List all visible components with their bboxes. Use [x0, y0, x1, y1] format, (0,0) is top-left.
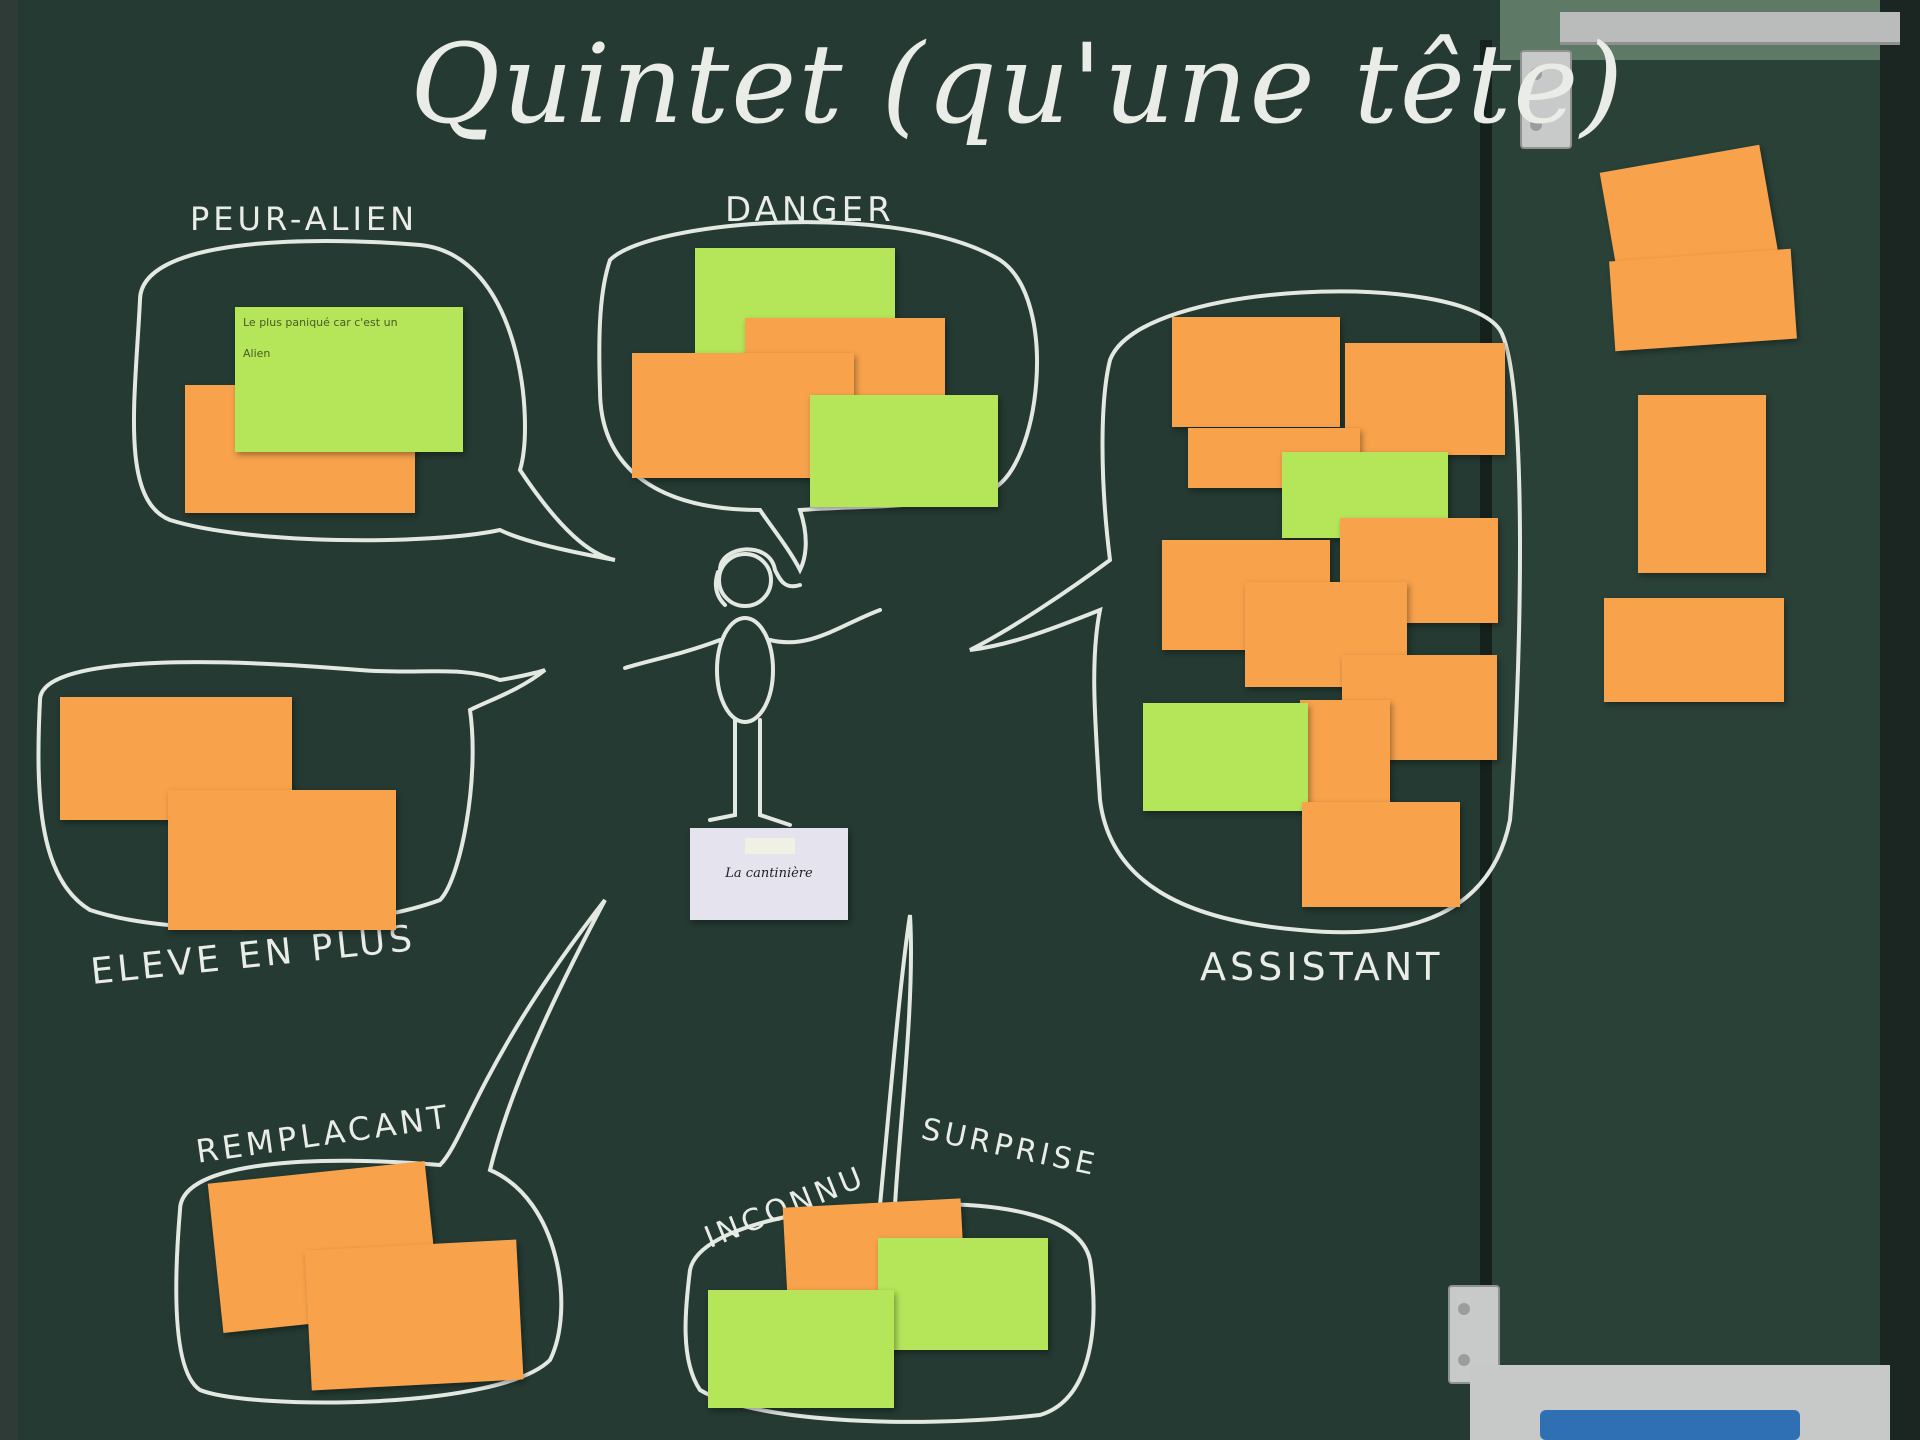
- hinge-icon: [1520, 50, 1572, 149]
- board-title: Quintet (qu'une tête): [410, 20, 1626, 148]
- sticky-note: [1345, 343, 1505, 455]
- sticky-note: [810, 395, 998, 507]
- sticky-note: [304, 1239, 524, 1391]
- speech-bubble-danger: [597, 220, 1039, 575]
- character-card-label: La cantinière: [725, 866, 813, 882]
- sticky-note: [708, 1290, 894, 1408]
- speech-bubble-remplacant: [174, 898, 607, 1405]
- note-text: Le plus paniqué car c'est un: [243, 316, 398, 329]
- stick-figure-body: [715, 616, 775, 724]
- top-rail: [1560, 12, 1900, 45]
- stick-figure-hair: [713, 547, 802, 607]
- sticky-note: [1609, 248, 1797, 352]
- sticky-note: [1638, 395, 1766, 573]
- label-assistant: ASSISTANT: [1200, 945, 1444, 989]
- tape-strip: [745, 838, 795, 854]
- blue-magnets: [1540, 1410, 1800, 1440]
- sticky-note: [1604, 598, 1784, 702]
- stick-figure-legs: [708, 718, 792, 827]
- stick-figure-head: [717, 552, 773, 608]
- sticky-note: [878, 1238, 1048, 1350]
- sticky-note: Le plus paniqué car c'est un Alien: [235, 307, 463, 452]
- sticky-note: [168, 790, 396, 930]
- speech-bubble-peur: [131, 238, 616, 562]
- stick-figure-arms: [623, 608, 882, 670]
- character-card: La cantinière: [690, 828, 848, 920]
- panel-edge: [1880, 0, 1920, 1440]
- board-frame: [0, 0, 18, 1440]
- speech-bubble-assistant: [969, 289, 1522, 935]
- sticky-note: [1300, 700, 1390, 805]
- speech-bubble-eleve: [36, 660, 547, 931]
- sticky-note: [1172, 317, 1340, 427]
- note-text: Alien: [243, 346, 271, 360]
- sticky-note: [1302, 802, 1460, 907]
- speech-bubble-inconnu: [683, 914, 1096, 1424]
- sticky-note: [1143, 703, 1308, 811]
- label-danger: DANGER: [725, 190, 895, 230]
- label-peur-alien: PEUR-ALIEN: [190, 200, 419, 238]
